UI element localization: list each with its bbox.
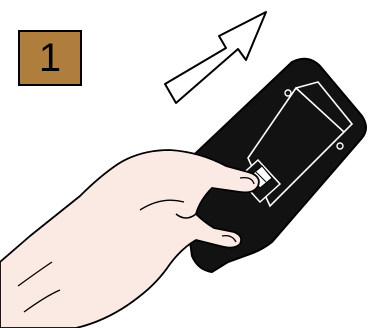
hand <box>0 150 259 328</box>
arrow-up-right-icon <box>165 12 266 103</box>
